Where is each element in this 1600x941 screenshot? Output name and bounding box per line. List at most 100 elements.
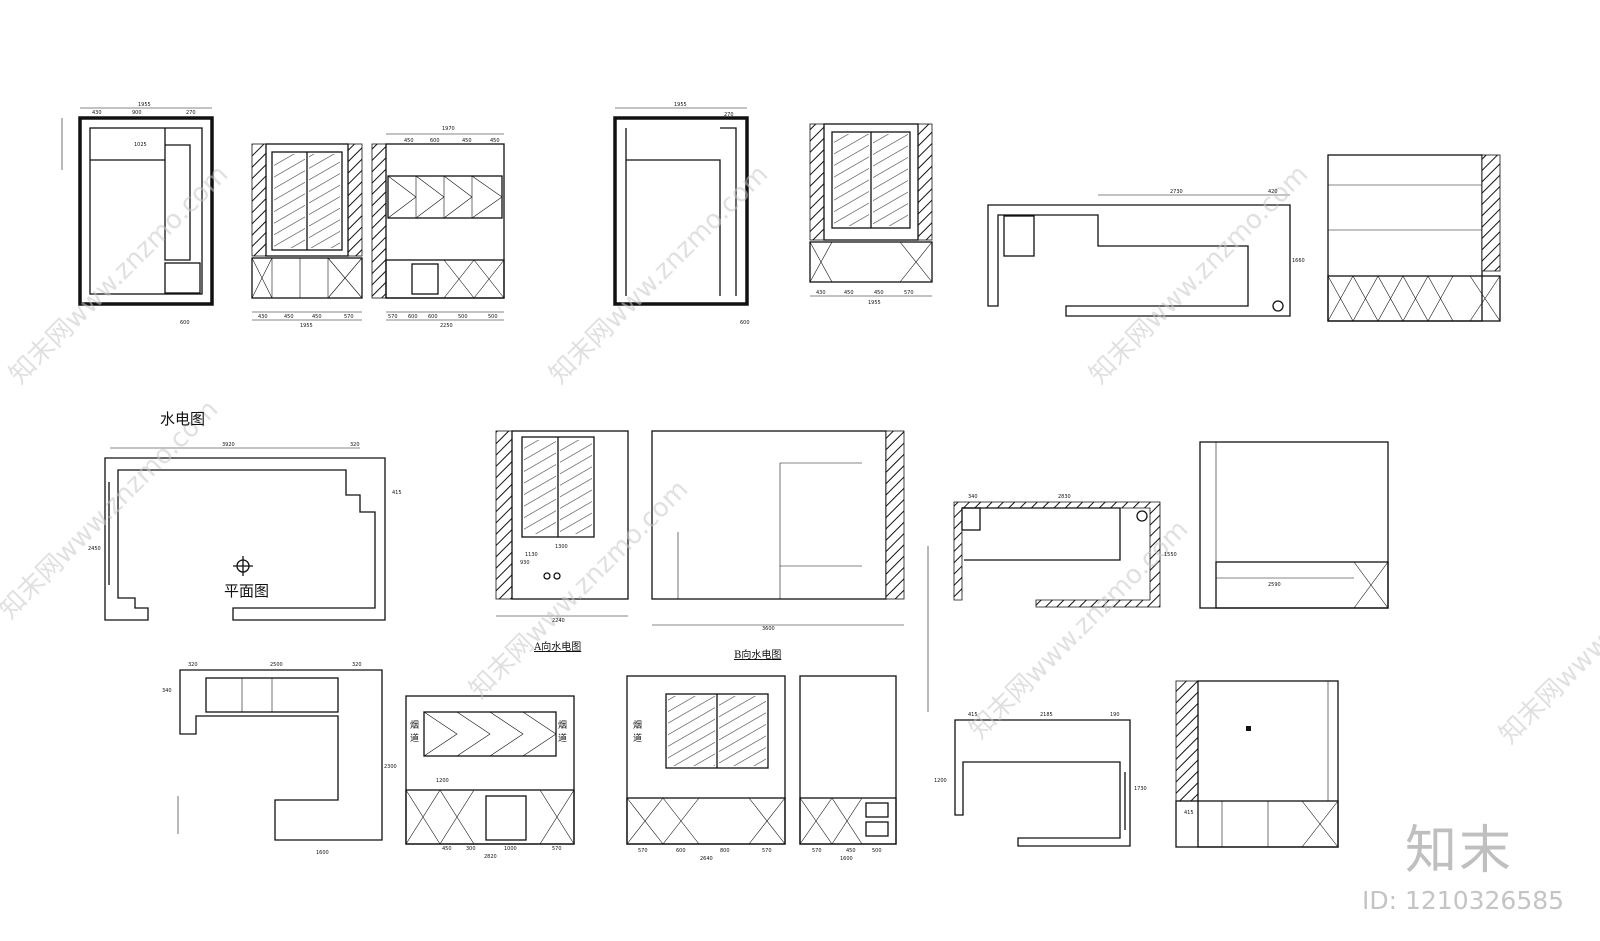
svg-text:知末网www.znzmo.com: 知末网www.znzmo.com [544,159,775,390]
svg-text:930: 930 [520,560,530,566]
svg-text:430: 430 [258,314,268,320]
svg-text:2590: 2590 [1268,582,1281,588]
svg-text:2250: 2250 [440,323,453,329]
dimension-labels: 1955 430 900 270 1025 600 1970 450 600 4… [88,102,1305,862]
svg-text:1300: 1300 [555,544,568,550]
svg-text:2820: 2820 [484,854,497,860]
elevation-cabinets-1 [371,133,505,321]
flue-label-b: 烟道 [558,721,568,744]
svg-text:1660: 1660 [1292,258,1305,264]
svg-text:2240: 2240 [552,618,565,624]
svg-text:430: 430 [92,110,102,116]
svg-text:600: 600 [676,848,686,854]
svg-text:2730: 2730 [1170,189,1183,195]
svg-text:900: 900 [132,110,142,116]
svg-text:450: 450 [490,138,500,144]
svg-text:2450: 2450 [88,546,101,552]
svg-text:570: 570 [388,314,398,320]
svg-text:500: 500 [488,314,498,320]
svg-text:450: 450 [312,314,322,320]
svg-text:570: 570 [812,848,822,854]
svg-text:1955: 1955 [138,102,151,108]
svg-text:570: 570 [344,314,354,320]
svg-text:270: 270 [186,110,196,116]
svg-text:600: 600 [408,314,418,320]
svg-text:1550: 1550 [1164,552,1177,558]
elevation-window-2 [809,123,933,297]
b-elevation-water-electric [651,430,905,626]
svg-text:270: 270 [724,112,734,118]
svg-text:600: 600 [428,314,438,320]
svg-text:1130: 1130 [525,552,538,558]
svg-text:2640: 2640 [700,856,713,862]
elevation-cabinets-4 [1199,441,1389,609]
floor-plan-label: 平面图 [224,582,270,600]
watermark-layer: 知末网www.znzmo.com 知末网www.znzmo.com 知末网www… [0,159,1600,750]
svg-text:450: 450 [844,290,854,296]
svg-text:2830: 2830 [1058,494,1071,500]
plan-view-5 [177,669,383,841]
plan-view-1 [61,107,214,306]
elevation-cabinets-3 [1327,154,1501,322]
flue-label-c: 烟道 [633,721,643,744]
plan-view-3 [987,194,1291,317]
svg-text:1600: 1600 [840,856,853,862]
elevation-cabinets-5 [405,695,575,845]
svg-text:知末网www.znzmo.com: 知末网www.znzmo.com [1494,519,1600,750]
svg-text:3600: 3600 [762,626,775,632]
svg-text:570: 570 [552,846,562,852]
view-b-label: B向水电图 [734,650,782,661]
svg-text:570: 570 [904,290,914,296]
svg-text:300: 300 [466,846,476,852]
svg-text:415: 415 [392,490,402,496]
svg-text:2300: 2300 [384,764,397,770]
plan-view-6 [954,719,1131,847]
plan-view-2 [613,107,749,306]
svg-text:500: 500 [458,314,468,320]
svg-text:2500: 2500 [270,662,283,668]
brand-watermark: 知末 [1405,821,1514,881]
water-electric-title: 水电图 [160,410,206,428]
svg-text:800: 800 [720,848,730,854]
svg-text:320: 320 [350,442,360,448]
svg-text:450: 450 [404,138,414,144]
floor-plan-large [104,447,386,621]
svg-text:600: 600 [740,320,750,326]
svg-text:3920: 3920 [222,442,235,448]
flue-label-a: 烟道 [410,721,420,744]
svg-text:1970: 1970 [442,126,455,132]
svg-text:知末网www.znzmo.com: 知末网www.znzmo.com [964,514,1195,745]
svg-text:1730: 1730 [1134,786,1147,792]
svg-text:570: 570 [762,848,772,854]
svg-text:1600: 1600 [316,850,329,856]
svg-text:320: 320 [352,662,362,668]
elevation-window-1 [251,143,363,321]
svg-text:1955: 1955 [674,102,687,108]
svg-text:1000: 1000 [504,846,517,852]
svg-text:1025: 1025 [134,142,147,148]
svg-text:500: 500 [872,848,882,854]
svg-text:1200: 1200 [934,778,947,784]
svg-text:320: 320 [188,662,198,668]
image-id-label: ID: 1210326585 [1362,886,1565,915]
svg-text:450: 450 [284,314,294,320]
svg-text:430: 430 [816,290,826,296]
view-a-label: A向水电图 [534,642,582,653]
svg-text:420: 420 [1268,189,1278,195]
a-elevation-water-electric [495,430,629,617]
svg-text:415: 415 [968,712,978,718]
svg-text:450: 450 [874,290,884,296]
svg-text:340: 340 [162,688,172,694]
svg-text:知末网www.znzmo.com: 知末网www.znzmo.com [1084,159,1315,390]
svg-text:570: 570 [638,848,648,854]
svg-text:450: 450 [846,848,856,854]
svg-text:450: 450 [442,846,452,852]
svg-text:1955: 1955 [300,323,313,329]
svg-text:190: 190 [1110,712,1120,718]
elevation-cabinets-6 [1175,680,1339,848]
svg-text:340: 340 [968,494,978,500]
svg-text:450: 450 [462,138,472,144]
elevation-side-5 [799,675,897,845]
